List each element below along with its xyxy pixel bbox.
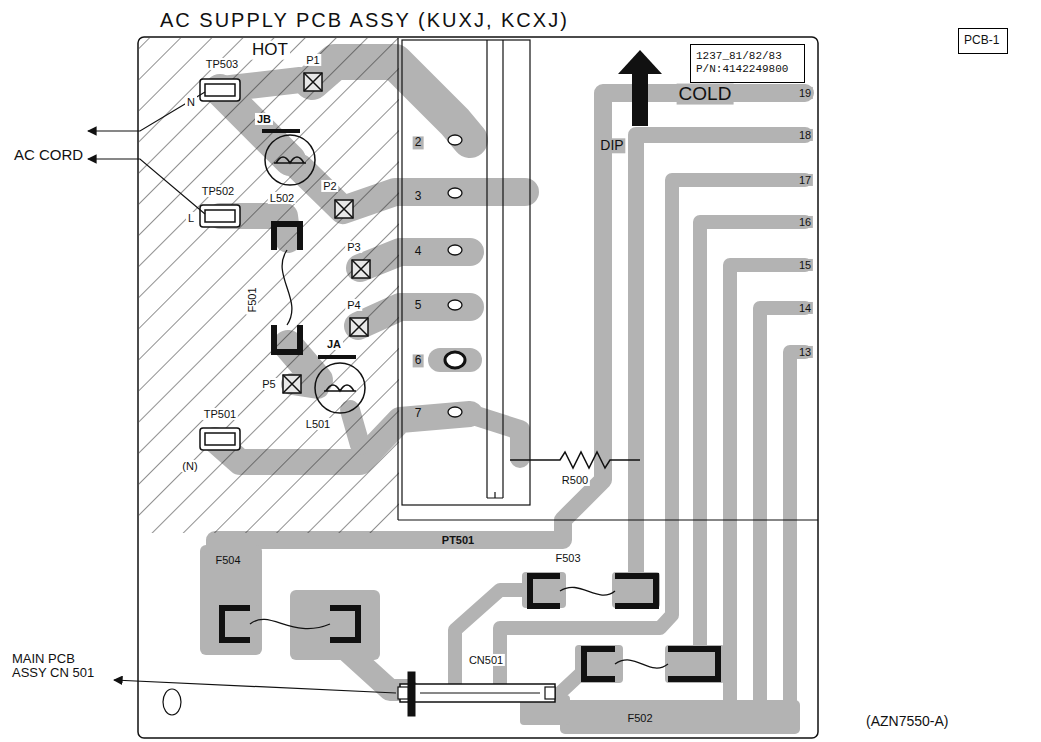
box-text: PCB-1 bbox=[964, 34, 999, 48]
area-label: HOT bbox=[250, 41, 290, 60]
part-label: F503 bbox=[553, 552, 582, 564]
cord-label: AC CORD bbox=[12, 147, 85, 164]
connector-cn501 bbox=[398, 672, 555, 716]
fuse-symbols bbox=[222, 224, 718, 679]
pin-number: 14 bbox=[797, 302, 813, 314]
test-point-label: TP503 bbox=[204, 58, 240, 70]
test-point-label: TP502 bbox=[200, 185, 236, 197]
pin-number: 4 bbox=[413, 245, 424, 258]
pin-number: 19 bbox=[797, 87, 813, 99]
transformer-outline bbox=[398, 38, 818, 520]
jumper-label: P4 bbox=[345, 299, 362, 311]
part-label: PT501 bbox=[440, 534, 476, 546]
pin-number: 5 bbox=[413, 299, 424, 312]
diagram-title: AC SUPPLY PCB ASSY (KUXJ, KCXJ) bbox=[160, 9, 569, 31]
direction-label: DIP bbox=[598, 138, 625, 153]
sheet-tag: PCB-1 bbox=[958, 28, 1008, 54]
part-label: L502 bbox=[268, 192, 296, 204]
jumper-label: P3 bbox=[345, 241, 362, 253]
part-label: CN501 bbox=[467, 654, 505, 666]
board-outline bbox=[138, 37, 818, 738]
pin-number: 16 bbox=[797, 216, 813, 228]
pin-number: 13 bbox=[797, 346, 813, 358]
pad-holes bbox=[445, 135, 465, 417]
pin-number: 3 bbox=[413, 190, 424, 203]
part-label: F504 bbox=[213, 554, 242, 566]
pin-number: 18 bbox=[797, 129, 813, 141]
dip-arrow bbox=[618, 50, 662, 126]
jumper-points bbox=[283, 73, 370, 393]
box-text: 1237_81/82/83 P/N:4142249800 bbox=[696, 50, 796, 75]
pin-label: L bbox=[186, 212, 196, 224]
part-number-box: 1237_81/82/83 P/N:4142249800 bbox=[690, 44, 805, 83]
part-label: F501 bbox=[246, 285, 258, 314]
part-label: R500 bbox=[560, 474, 590, 486]
part-label: F502 bbox=[625, 712, 654, 724]
pin-label: N bbox=[185, 96, 197, 108]
drawing-number: (AZN7550-A) bbox=[866, 714, 948, 729]
pin-number: 15 bbox=[797, 259, 813, 271]
mounting-hole bbox=[163, 689, 181, 715]
area-label: COLD bbox=[677, 84, 734, 105]
leader-arrows bbox=[88, 92, 396, 693]
part-label: L501 bbox=[304, 418, 332, 430]
pin-number: 7 bbox=[413, 407, 424, 420]
resistor-symbol bbox=[510, 452, 640, 468]
pin-number: 17 bbox=[797, 174, 813, 186]
pin-label: (N) bbox=[180, 460, 199, 472]
jumper-label: P1 bbox=[304, 54, 321, 66]
test-points bbox=[200, 79, 240, 450]
part-label: JB bbox=[255, 113, 273, 125]
pin-number: 6 bbox=[413, 354, 424, 367]
jumper-label: P5 bbox=[260, 378, 277, 390]
test-point-label: TP501 bbox=[202, 408, 238, 420]
inductor-symbols bbox=[262, 131, 365, 413]
jumper-label: P2 bbox=[321, 180, 338, 192]
pin-number: 2 bbox=[413, 136, 424, 149]
hot-area-hatch bbox=[139, 38, 399, 533]
connector-callout: MAIN PCB ASSY CN 501 bbox=[10, 652, 110, 681]
part-label: JA bbox=[325, 338, 343, 350]
copper-pads bbox=[200, 545, 800, 734]
